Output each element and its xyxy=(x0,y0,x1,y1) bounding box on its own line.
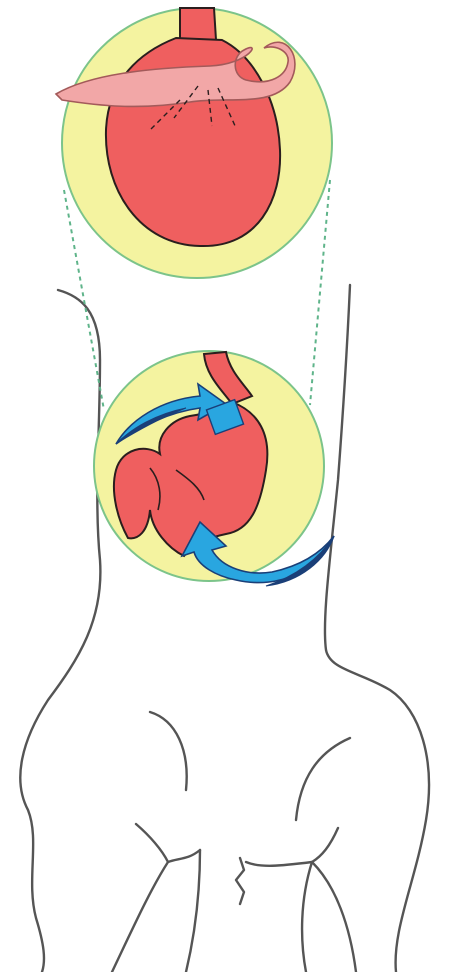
lower-magnified-view xyxy=(94,351,334,586)
leg-right-inner xyxy=(312,862,356,972)
leg-center-left xyxy=(186,850,200,972)
knee-right-line xyxy=(312,828,338,862)
body-left-contour xyxy=(20,290,100,972)
buttock-right-curve xyxy=(296,738,350,820)
knee-left-line xyxy=(168,850,200,862)
buttock-left-curve xyxy=(150,712,187,790)
body-right-contour xyxy=(325,285,429,972)
upper-magnified-view xyxy=(56,8,332,278)
leg-center-mark xyxy=(236,858,244,904)
leg-left-inner xyxy=(112,824,168,972)
leg-center-right xyxy=(246,862,312,972)
